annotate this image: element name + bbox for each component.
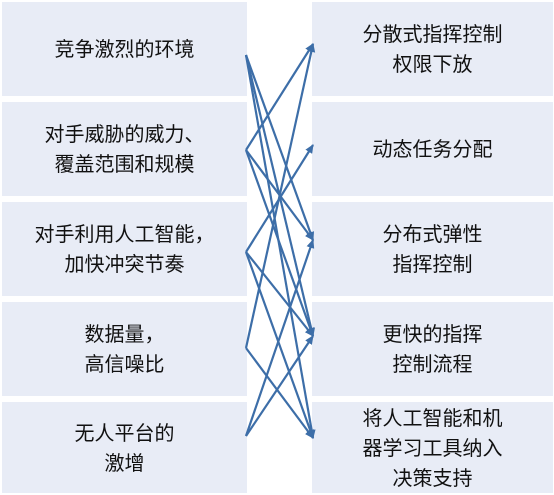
right-box-4-label: 更快的指挥 控制流程 <box>382 322 483 376</box>
arrow-l2-to-r1 <box>245 43 314 151</box>
right-box-5-label: 将人工智能和机 器学习工具纳入 决策支持 <box>362 405 503 490</box>
arrow-l2-to-r4 <box>244 149 315 337</box>
arrow-l3-to-r4 <box>245 251 314 337</box>
left-box-5-label: 无人平台的 激增 <box>74 420 175 475</box>
right-box-4: 更快的指挥 控制流程 <box>312 302 553 396</box>
left-box-3: 对手利用人工智能， 加快冲突节奏 <box>2 202 247 296</box>
arrow-l4-to-r1 <box>244 43 316 349</box>
left-box-2: 对手威胁的威力、 覆盖范围和规模 <box>2 102 247 196</box>
left-box-5: 无人平台的 激增 <box>2 402 247 493</box>
left-box-4: 数据量， 高信噪比 <box>2 302 247 396</box>
arrow-l1-to-r5 <box>244 54 316 439</box>
left-box-4-label: 数据量， 高信噪比 <box>84 322 165 376</box>
arrow-l5-to-r4 <box>245 335 314 437</box>
right-box-5: 将人工智能和机 器学习工具纳入 决策支持 <box>312 402 553 493</box>
arrow-l5-to-r3 <box>244 239 315 437</box>
left-box-2-label: 对手威胁的威力、 覆盖范围和规模 <box>44 122 205 176</box>
right-box-2-label: 动态任务分配 <box>372 137 493 161</box>
right-box-1-label: 分散式指挥控制 权限下放 <box>362 22 503 76</box>
right-box-1: 分散式指挥控制 权限下放 <box>312 2 553 96</box>
arrow-l1-to-r3 <box>244 54 315 241</box>
left-box-3-label: 对手利用人工智能， 加快冲突节奏 <box>34 222 215 276</box>
right-box-3-label: 分布式弹性 指挥控制 <box>382 222 483 276</box>
left-box-1: 竞争激烈的环境 <box>2 2 247 96</box>
right-box-2: 动态任务分配 <box>312 102 553 196</box>
right-box-3: 分布式弹性 指挥控制 <box>312 202 553 296</box>
arrow-l3-to-r5 <box>244 251 315 439</box>
left-box-1-label: 竞争激烈的环境 <box>54 37 195 61</box>
arrow-l4-to-r5 <box>245 347 314 439</box>
